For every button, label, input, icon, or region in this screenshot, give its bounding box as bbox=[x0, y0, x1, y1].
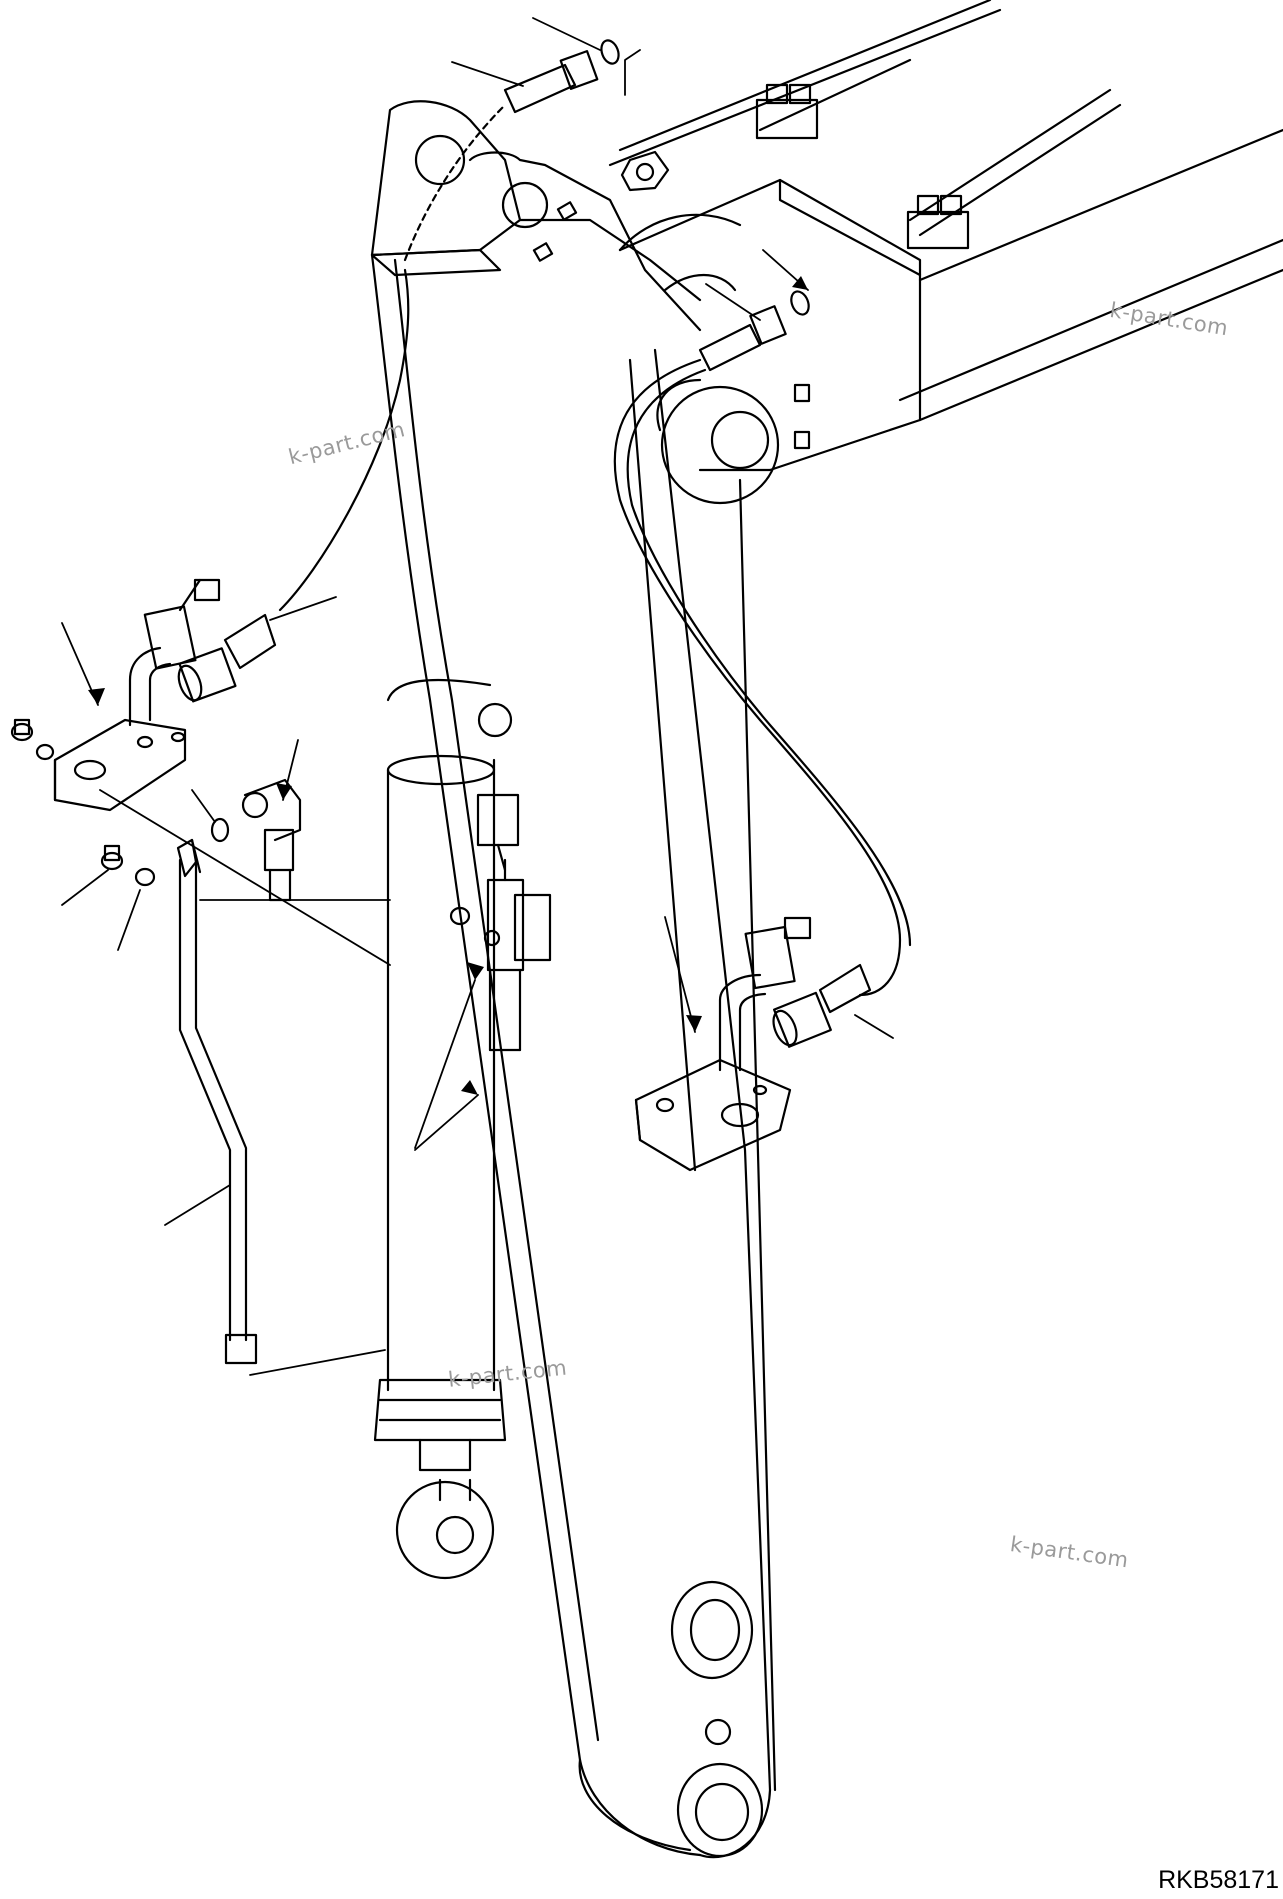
arm-lower-pins bbox=[670, 1580, 764, 1858]
boom-body bbox=[608, 0, 1283, 505]
elbow-fitting bbox=[210, 778, 302, 902]
hose-coupler-right bbox=[772, 963, 872, 1048]
proximity-switch bbox=[449, 793, 552, 1052]
clip-and-bolts bbox=[10, 718, 202, 887]
arm-body bbox=[370, 100, 777, 1859]
steel-pipe bbox=[178, 858, 258, 1365]
hose-coupler-top bbox=[503, 39, 620, 114]
hose-coupler-mid bbox=[698, 290, 810, 372]
bucket-cylinder bbox=[373, 678, 513, 1580]
drawing-code: RKB58171 bbox=[1158, 1866, 1279, 1894]
leader-lines bbox=[61, 17, 894, 1376]
left-bracket bbox=[53, 578, 221, 812]
hose-coupler-left bbox=[177, 613, 277, 703]
right-bracket bbox=[634, 916, 812, 1172]
hoses bbox=[278, 103, 912, 997]
leader-arrowheads bbox=[88, 276, 808, 1095]
